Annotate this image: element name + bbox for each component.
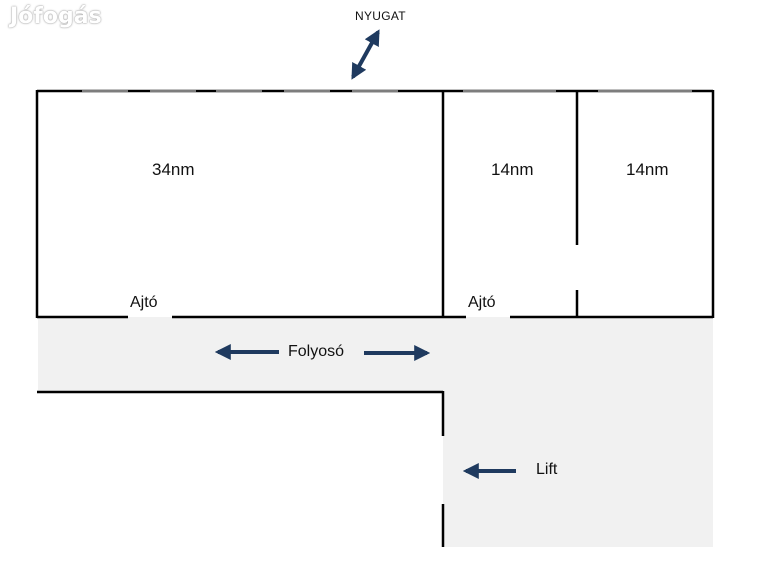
corridor-label: Folyosó bbox=[288, 343, 345, 360]
room-large-area: 34nm bbox=[152, 160, 195, 179]
door-large-label: Ajtó bbox=[130, 294, 158, 311]
watermark-logo: Jófogás bbox=[10, 4, 102, 29]
room-middle-area: 14nm bbox=[491, 160, 534, 179]
lift-label: Lift bbox=[536, 461, 558, 478]
door-middle-label: Ajtó bbox=[468, 294, 496, 311]
compass-label: NYUGAT bbox=[355, 9, 406, 23]
corridor-area bbox=[38, 317, 713, 547]
room-right-area: 14nm bbox=[626, 160, 669, 179]
double-arrow-icon bbox=[351, 29, 380, 80]
